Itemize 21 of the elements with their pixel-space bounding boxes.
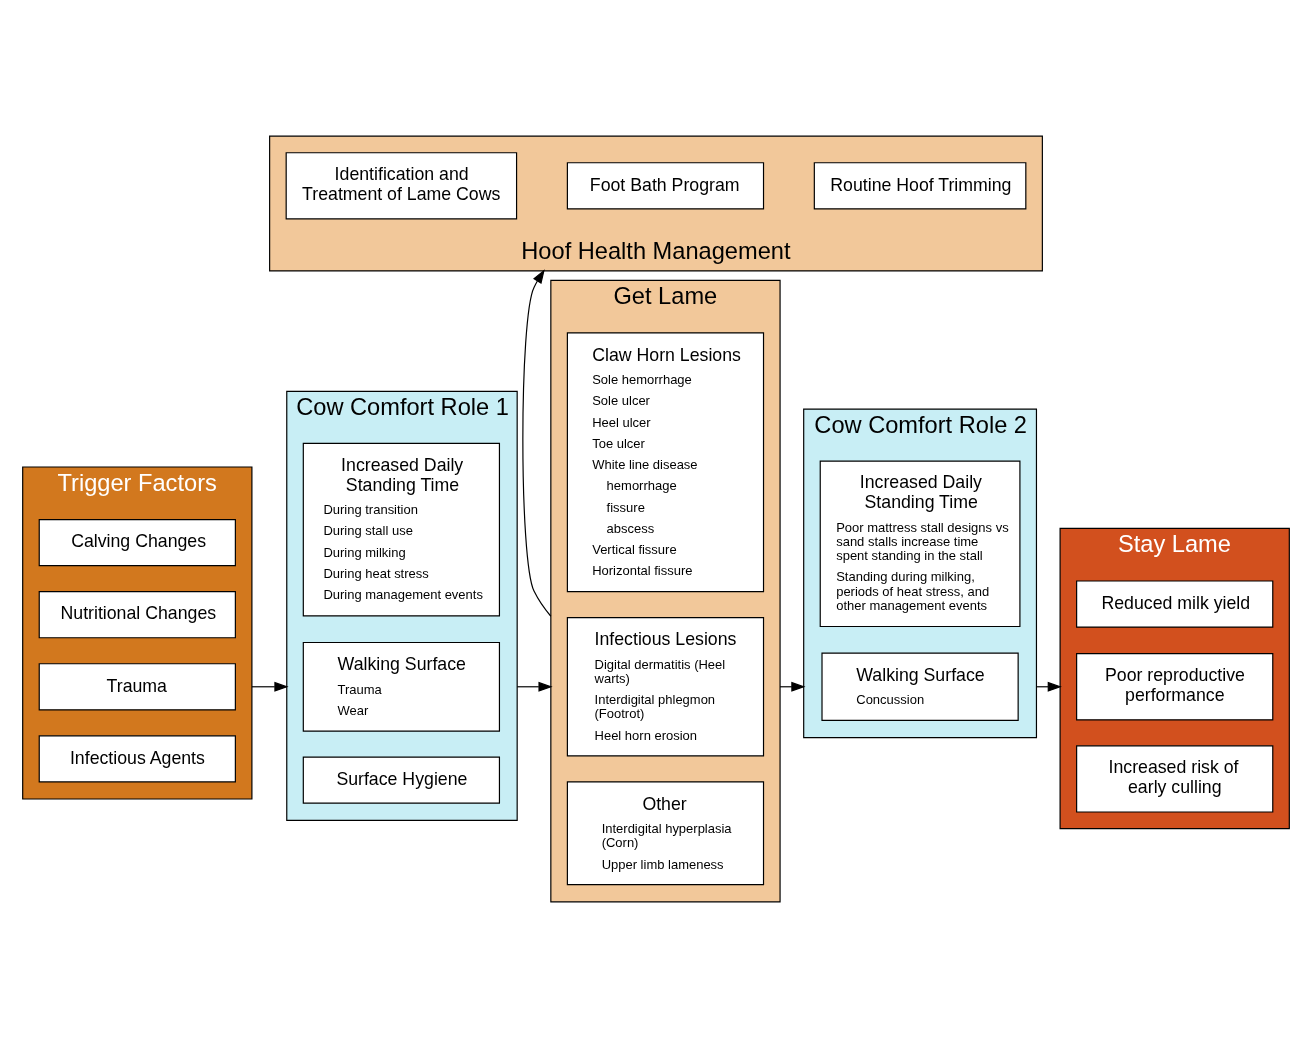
- node-box: Walking Surface Trauma Wear: [302, 641, 501, 732]
- node-box: Trauma: [38, 662, 236, 710]
- node-box: Increased Daily Standing Time Poor mattress stall designs vs sand stalls increase time spent standing in the stall Standing during milking, periods of heat stress, and other management events: [819, 460, 1021, 627]
- node-box: Infectious Lesions Digital dermatitis (Heel warts) Interdigital phlegmon (Footrot) Heel horn erosion: [566, 616, 765, 756]
- node-box: Reduced milk yield: [1076, 579, 1274, 628]
- node-box: Routine Hoof Trimming: [813, 161, 1027, 209]
- arrow: [516, 681, 553, 692]
- node-box: Nutritional Changes: [38, 590, 236, 638]
- node-box: Increased risk of early culling: [1076, 744, 1274, 813]
- node-box: Calving Changes: [38, 518, 236, 566]
- arrow: [251, 681, 289, 692]
- node-box: Claw Horn Lesions Sole hemorrhage Sole ulcer Heel ulcer Toe ulcer White line disease hemorrhage fissure abscess Vertical fissure Horizontal fissure: [566, 331, 765, 592]
- node-box: Foot Bath Program: [566, 161, 765, 209]
- node-box: Walking Surface Concussion: [821, 652, 1019, 721]
- node-box: Identification and Treatment of Lame Cows: [285, 151, 518, 219]
- arrow: [522, 268, 552, 617]
- node-box: Infectious Agents: [38, 734, 236, 782]
- node-box: Increased Daily Standing Time During transition During stall use During milking During heat stress During management events: [302, 442, 501, 616]
- node-box: Poor reproductive performance: [1076, 652, 1274, 720]
- node-box: Surface Hygiene: [302, 756, 501, 804]
- node-box: Other Interdigital hyperplasia (Corn) Upper limb lameness: [566, 780, 765, 885]
